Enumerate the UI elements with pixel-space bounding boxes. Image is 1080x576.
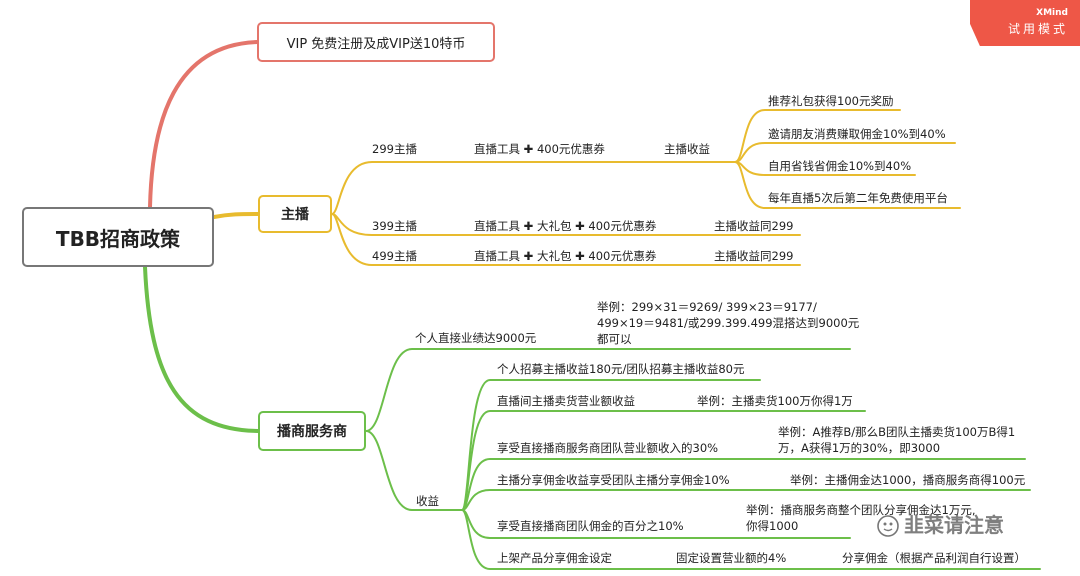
- tier-499-income[interactable]: 主播收益同299: [714, 249, 794, 263]
- team-commission-income[interactable]: 享受直接播商团队佣金的百分之10%: [497, 519, 684, 533]
- personal-example-line1: 举例：299×31＝9269/ 399×23＝9177/: [597, 300, 817, 314]
- footer-watermark-text: 韭菜请注意: [904, 513, 1004, 537]
- team-commission-example-line1: 举例：播商服务商整个团队分享佣金达1万元,: [746, 503, 976, 517]
- product-commission-setting[interactable]: 上架产品分享佣金设定: [497, 551, 612, 565]
- team-commission-example-line2: 你得1000: [746, 519, 799, 533]
- team-sales-example-line1: 举例：A推荐B/那么B团队主播卖货100万B得1: [778, 425, 1016, 439]
- xmind-brand: XMind: [1036, 8, 1068, 18]
- room-sales-income[interactable]: 直播间主播卖货营业额收益: [497, 394, 635, 408]
- income-label[interactable]: 收益: [416, 494, 439, 508]
- anchor-topic[interactable]: 主播: [258, 195, 332, 233]
- tier-399-name[interactable]: 399主播: [372, 219, 417, 233]
- income-item-self-use[interactable]: 自用省钱省佣金10%到40%: [768, 159, 912, 173]
- wechat-watermark-icon: [877, 515, 899, 537]
- income-item-free-platform[interactable]: 每年直播5次后第二年免费使用平台: [768, 191, 948, 205]
- income-item-referral-gift[interactable]: 推荐礼包获得100元奖励: [768, 94, 894, 108]
- tier-399-income[interactable]: 主播收益同299: [714, 219, 794, 233]
- income-item-invite-commission[interactable]: 邀请朋友消费赚取佣金10%到40%: [768, 127, 946, 141]
- branch-root-anchor: [212, 212, 260, 219]
- service-provider-topic[interactable]: 播商服务商: [258, 411, 366, 451]
- share-commission-example: 举例：主播佣金达1000，播商服务商得100元: [790, 473, 1026, 487]
- tier-499-tools[interactable]: 直播工具 ✚ 大礼包 ✚ 400元优惠券: [474, 249, 657, 263]
- share-commission-income[interactable]: 主播分享佣金收益享受团队主播分享佣金10%: [497, 473, 730, 487]
- personal-example-line2: 499×19＝9481/或299.399.499混搭达到9000元: [597, 316, 860, 330]
- product-share-commission[interactable]: 分享佣金（根据产品利润自行设置）: [842, 551, 1026, 565]
- tier-299-income[interactable]: 主播收益: [664, 142, 710, 156]
- tier-399-tools[interactable]: 直播工具 ✚ 大礼包 ✚ 400元优惠券: [474, 219, 657, 233]
- tier-299-tools[interactable]: 直播工具 ✚ 400元优惠券: [474, 142, 605, 156]
- vip-topic[interactable]: VIP 免费注册及成VIP送10特币: [257, 22, 495, 62]
- personal-performance[interactable]: 个人直接业绩达9000元: [415, 331, 537, 345]
- recruit-income[interactable]: 个人招募主播收益180元/团队招募主播收益80元: [497, 362, 745, 376]
- personal-example-line3: 都可以: [597, 332, 632, 346]
- room-sales-example: 举例：主播卖货100万你得1万: [697, 394, 853, 408]
- root-topic[interactable]: TBB招商政策: [22, 207, 214, 267]
- branch-root-service: [143, 265, 260, 433]
- trial-mode-label: 试用模式: [1007, 22, 1068, 36]
- tier-299-name[interactable]: 299主播: [372, 142, 417, 156]
- branch-root-vip: [148, 40, 259, 209]
- product-fixed-rate[interactable]: 固定设置营业额的4%: [676, 551, 787, 565]
- team-sales-income[interactable]: 享受直接播商服务商团队营业额收入的30%: [497, 441, 719, 455]
- team-sales-example-line2: 万，A获得1万的30%，即3000: [778, 441, 941, 455]
- xmind-trial-ribbon: XMind 试用模式: [970, 0, 1080, 46]
- tier-499-name[interactable]: 499主播: [372, 249, 417, 263]
